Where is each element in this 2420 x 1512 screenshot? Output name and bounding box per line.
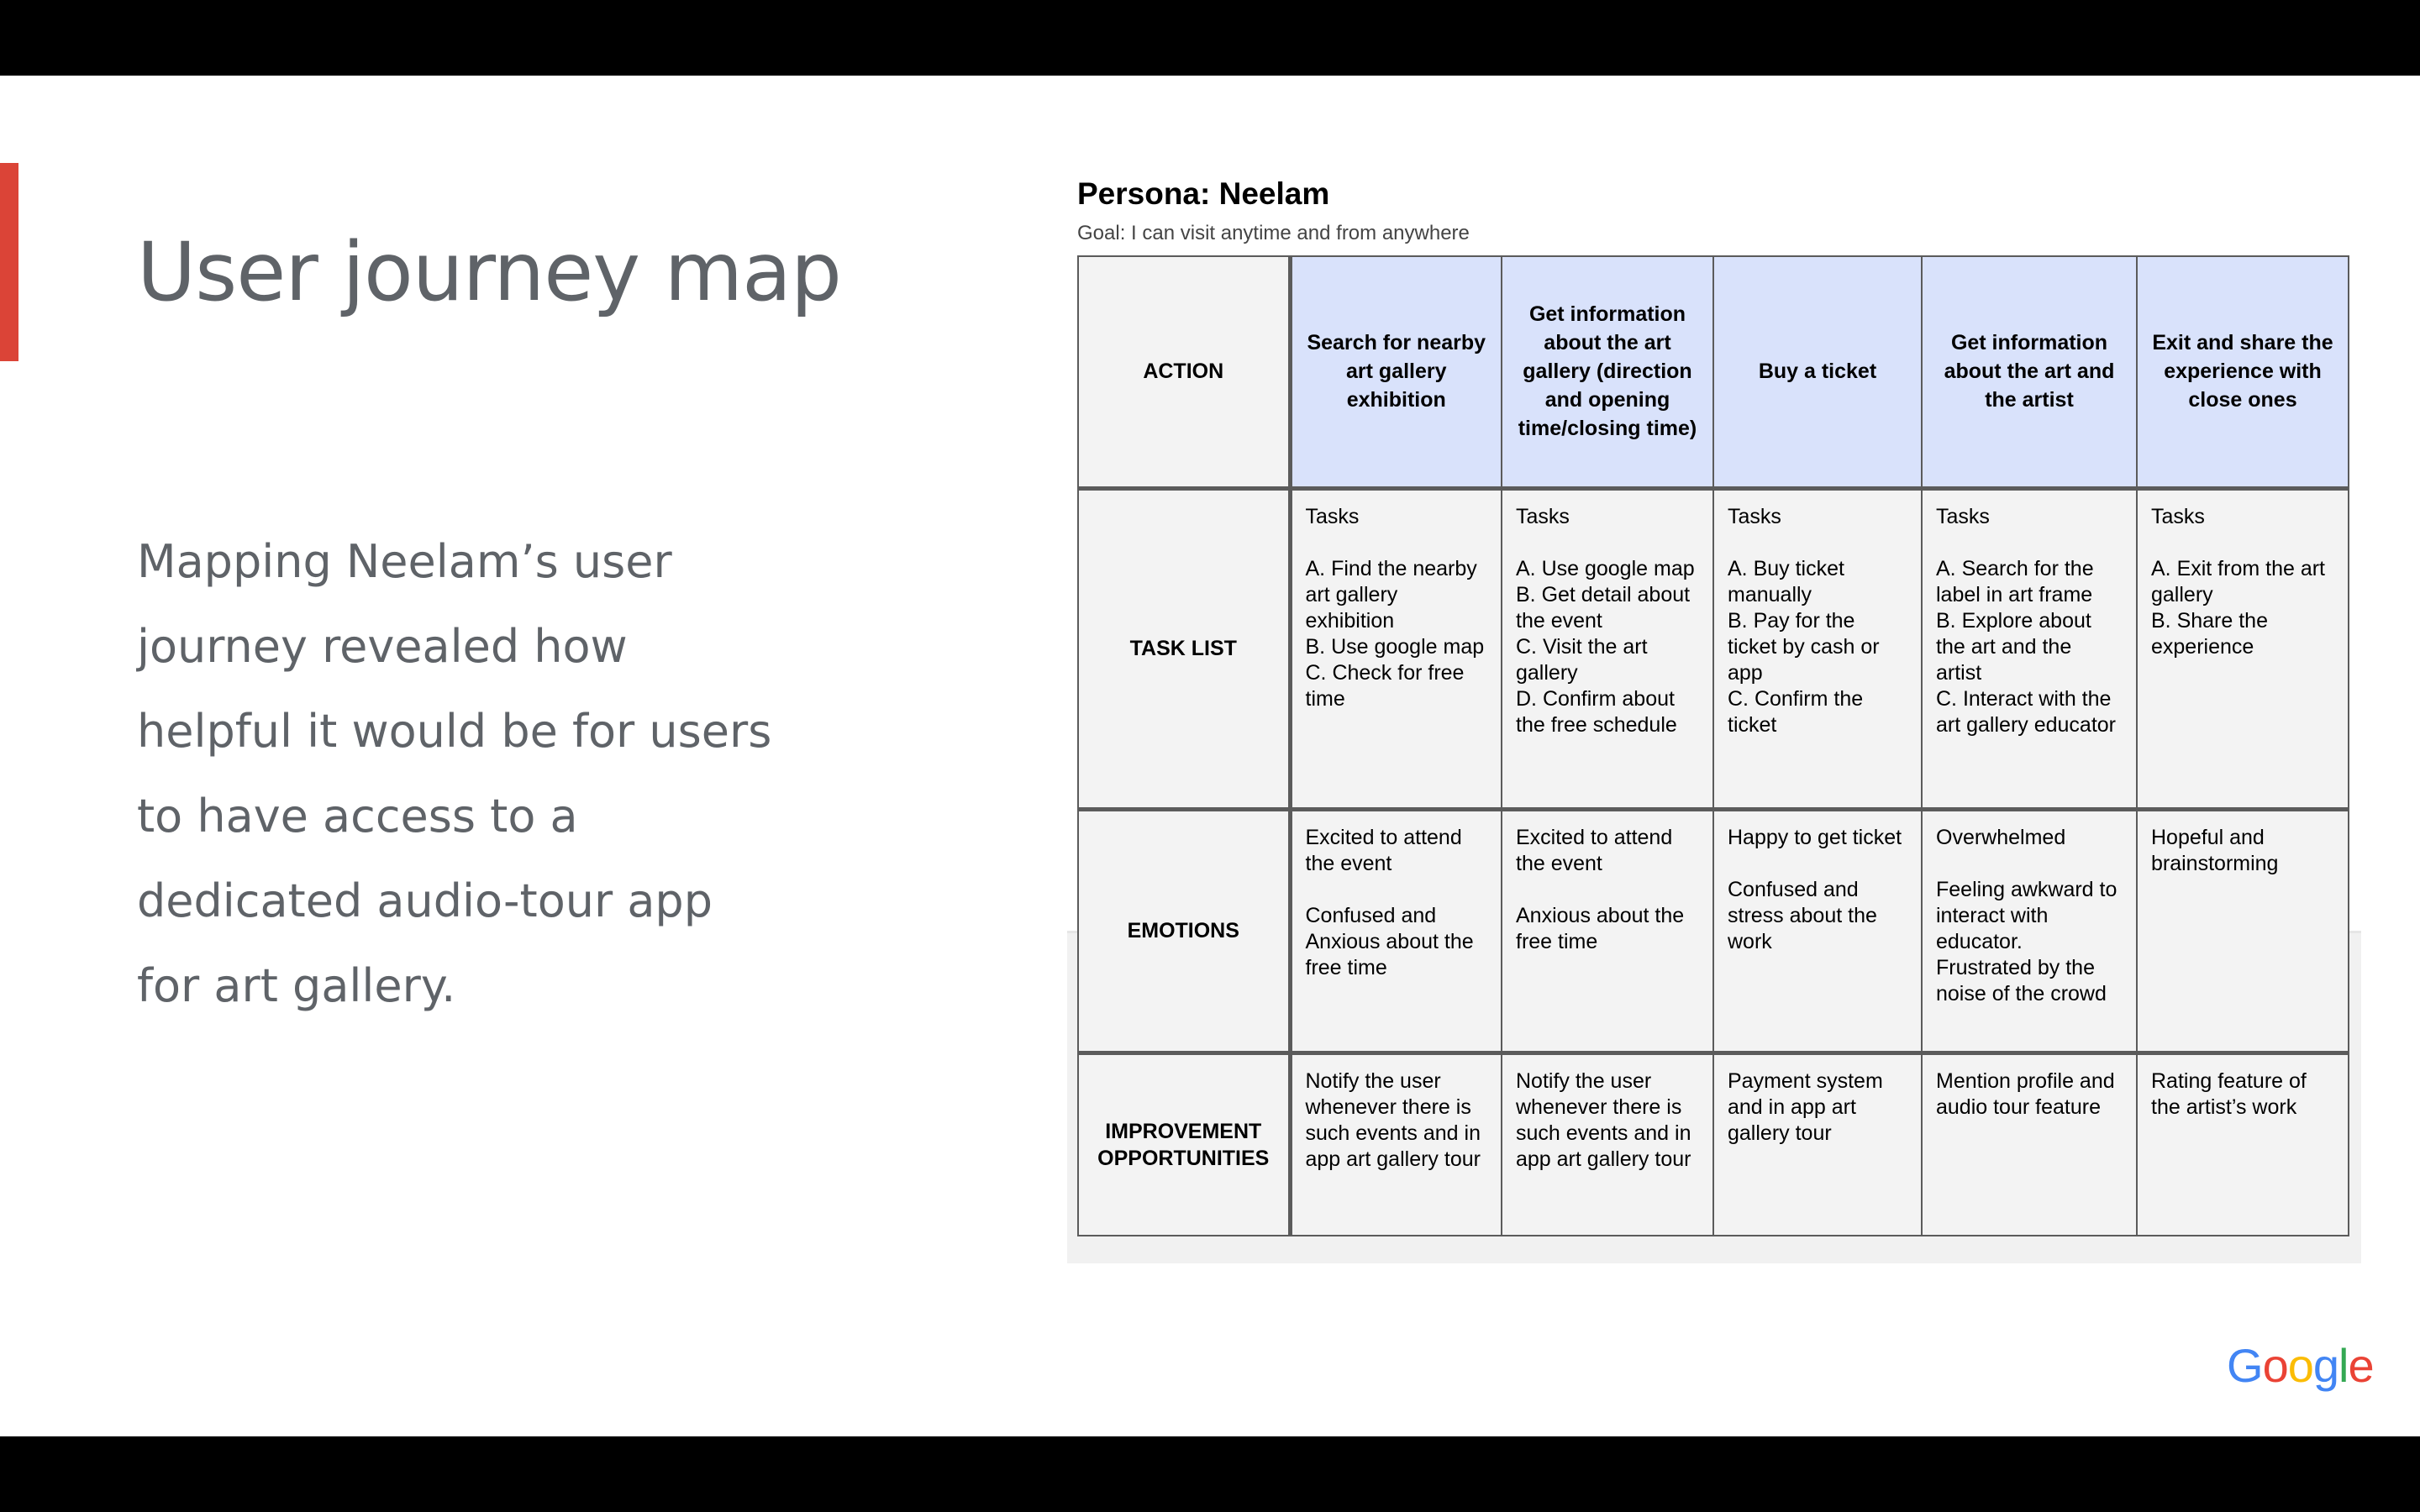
persona-name: Persona: Neelam xyxy=(1077,176,1330,211)
logo-letter: e xyxy=(2348,1339,2374,1392)
improvement-cell: Notify the user whenever there is such e… xyxy=(1501,1052,1714,1236)
improvement-row: IMPROVEMENT OPPORTUNITIES Notify the use… xyxy=(1077,1052,2349,1236)
task-cell: Tasks A. Find the nearby art gallery exh… xyxy=(1289,487,1502,811)
task-cell: Tasks A. Buy ticket manually B. Pay for … xyxy=(1712,487,1923,811)
logo-letter: o xyxy=(2262,1339,2289,1392)
slide-title: User journey map xyxy=(137,225,842,319)
emotion-cell: Happy to get ticket Confused and stress … xyxy=(1712,808,1923,1055)
slide-body-text: Mapping Neelam’s user journey revealed h… xyxy=(137,535,772,1012)
action-cell: Search for nearby art gallery exhibition xyxy=(1289,255,1502,491)
task-cell: Tasks A. Exit from the art gallery B. Sh… xyxy=(2136,487,2349,811)
accent-bar xyxy=(0,163,18,361)
logo-letter: l xyxy=(2338,1339,2349,1392)
improvement-cell: Notify the user whenever there is such e… xyxy=(1289,1052,1502,1236)
logo-letter: o xyxy=(2287,1339,2314,1392)
logo-letter: g xyxy=(2312,1339,2339,1392)
emotion-cell: Hopeful and brainstorming xyxy=(2136,808,2349,1055)
google-logo: Google xyxy=(2227,1339,2375,1392)
action-cell: Buy a ticket xyxy=(1712,255,1923,491)
task-cell: Tasks A. Search for the label in art fra… xyxy=(1921,487,2138,811)
improvement-cell: Mention profile and audio tour feature xyxy=(1921,1052,2138,1236)
journey-map-table: ACTION Search for nearby art gallery exh… xyxy=(1077,255,2349,1236)
row-header-improvements: IMPROVEMENT OPPORTUNITIES xyxy=(1077,1052,1292,1236)
slide: User journey map Mapping Neelam’s user j… xyxy=(0,76,2420,1436)
emotion-row: EMOTIONS Excited to attend the event Con… xyxy=(1077,808,2349,1055)
row-header-action: ACTION xyxy=(1077,255,1292,491)
row-header-task-list: TASK LIST xyxy=(1077,487,1292,811)
action-row: ACTION Search for nearby art gallery exh… xyxy=(1077,255,2349,491)
action-cell: Get information about the art gallery (d… xyxy=(1501,255,1714,491)
emotion-cell: Overwhelmed Feeling awkward to interact … xyxy=(1921,808,2138,1055)
task-cell: Tasks A. Use google map B. Get detail ab… xyxy=(1501,487,1714,811)
row-header-emotions: EMOTIONS xyxy=(1077,808,1292,1055)
emotion-cell: Excited to attend the event Anxious abou… xyxy=(1501,808,1714,1055)
improvement-cell: Rating feature of the artist’s work xyxy=(2136,1052,2349,1236)
task-row: TASK LIST Tasks A. Find the nearby art g… xyxy=(1077,487,2349,811)
improvement-cell: Payment system and in app art gallery to… xyxy=(1712,1052,1923,1236)
persona-goal: Goal: I can visit anytime and from anywh… xyxy=(1077,222,1470,244)
logo-letter: G xyxy=(2227,1339,2264,1392)
action-cell: Get information about the art and the ar… xyxy=(1921,255,2138,491)
action-cell: Exit and share the experience with close… xyxy=(2136,255,2349,491)
emotion-cell: Excited to attend the event Confused and… xyxy=(1289,808,1502,1055)
